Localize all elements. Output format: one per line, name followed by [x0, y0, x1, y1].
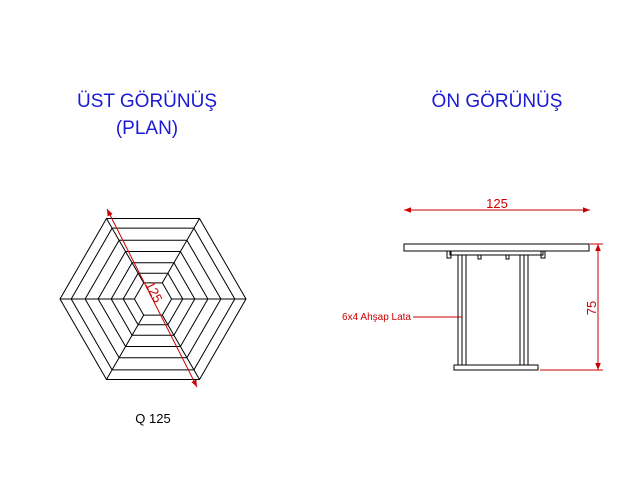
width-dimension-value: 125	[486, 196, 508, 211]
plan-view: ÜST GÖRÜNÜŞ (PLAN) 125 Q 125	[59, 91, 247, 426]
apron	[449, 250, 544, 256]
table-top	[403, 243, 590, 252]
front-view-title: ÖN GÖRÜNÜŞ	[432, 91, 563, 112]
material-label: 6x4 Ahşap Lata	[342, 312, 411, 323]
front-view: ÖN GÖRÜNÜŞ 125 6x4 Ahşap Lata 75	[342, 91, 603, 371]
plan-view-title: ÜST GÖRÜNÜŞ	[77, 91, 217, 112]
bracket-right	[540, 250, 546, 259]
plan-caption: Q 125	[135, 411, 170, 426]
height-dimension-value: 75	[584, 301, 599, 315]
plan-view-subtitle: (PLAN)	[116, 118, 178, 139]
bracket-mid-left	[477, 254, 482, 260]
bracket-left	[446, 250, 452, 259]
bracket-mid-right	[505, 254, 510, 260]
plan-diameter-dimension-line	[106, 208, 198, 388]
base-foot	[453, 364, 539, 371]
